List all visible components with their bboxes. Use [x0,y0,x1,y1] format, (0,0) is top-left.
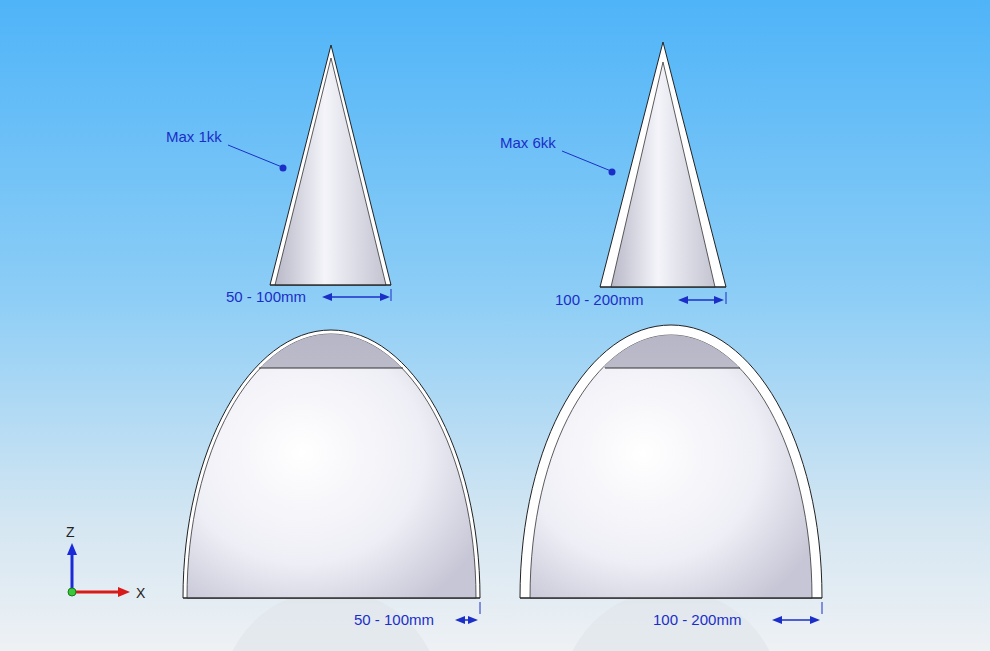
dimension-label: 100 - 200mm [555,291,643,309]
callout-label: Max 6kk [500,134,556,152]
dimension-label: 50 - 100mm [226,288,306,306]
dimension-label: 100 - 200mm [653,611,741,629]
callout-label: Max 1kk [166,128,222,146]
dimension-label: 50 - 100mm [354,611,434,629]
axis-label: Z [66,523,75,541]
axis-label: X [136,584,145,602]
